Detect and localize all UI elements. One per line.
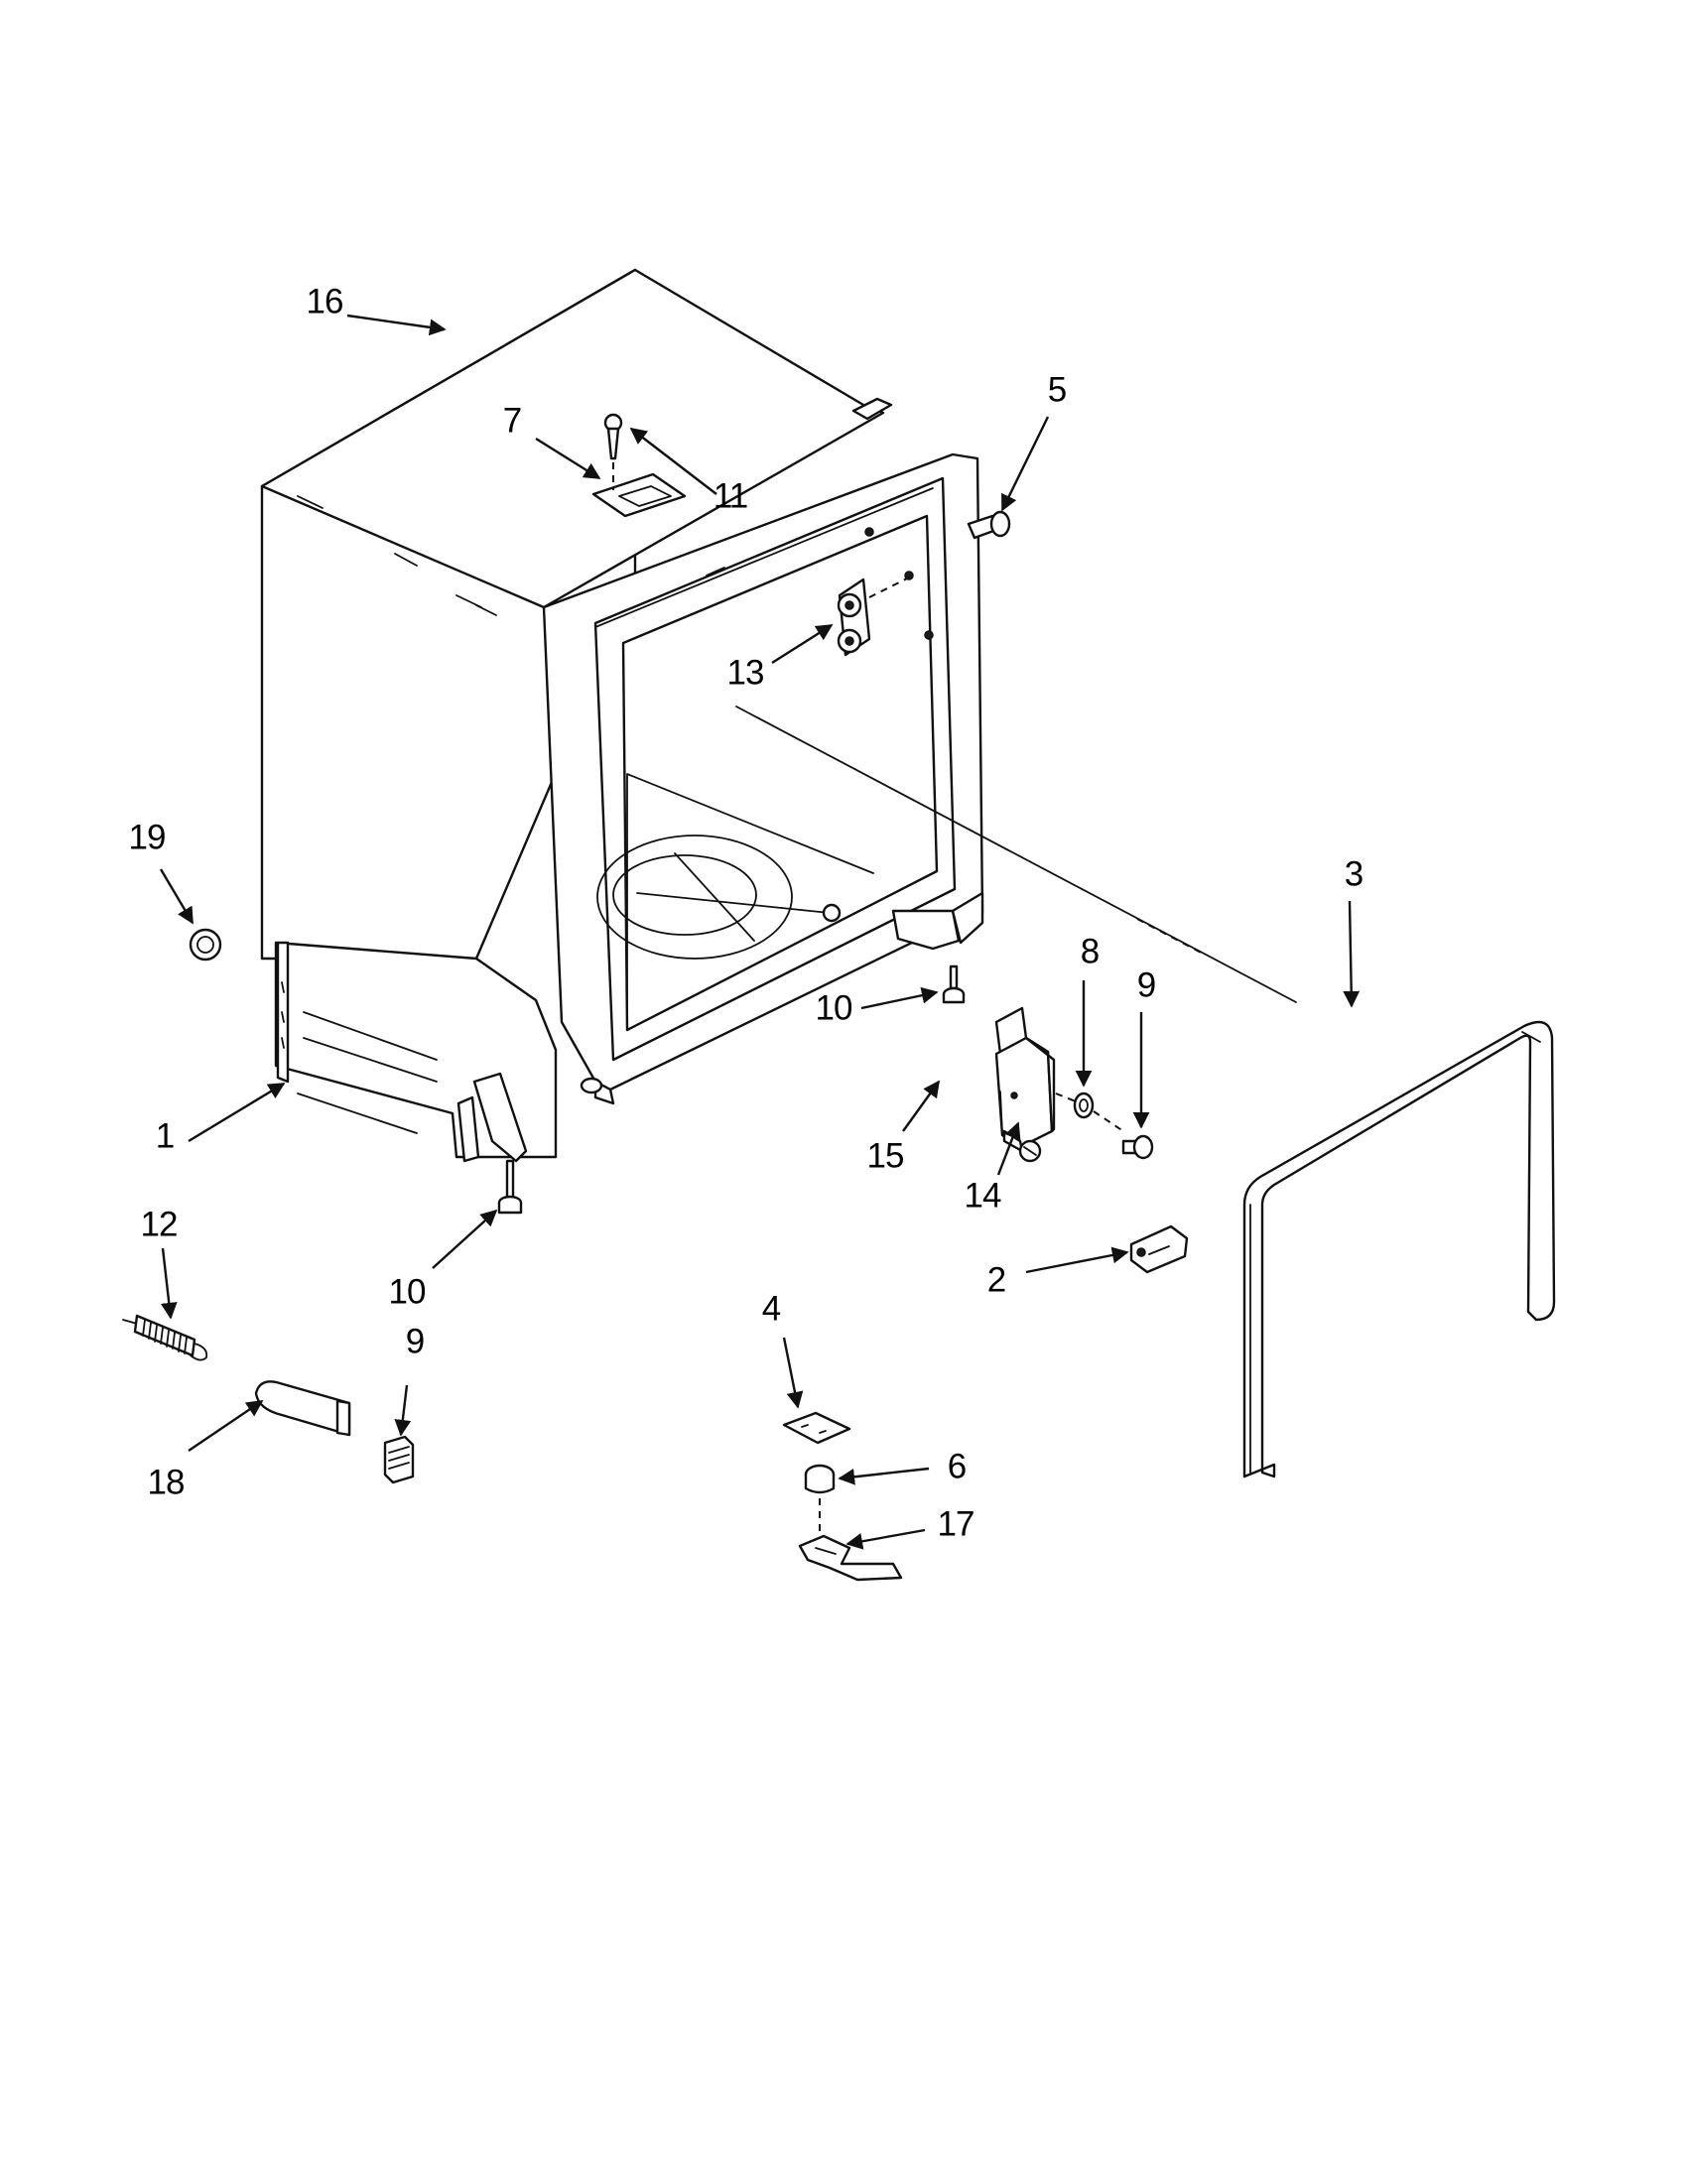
leader-7 bbox=[535, 437, 601, 480]
part-6-thermostat bbox=[804, 1464, 836, 1532]
part-17-bracket bbox=[798, 1534, 903, 1582]
callout-labels: 16 7 11 5 13 19 3 8 9 10 1 15 14 12 10 2… bbox=[129, 282, 1364, 1543]
leader-3 bbox=[1343, 900, 1361, 1008]
callout-9-left: 9 bbox=[406, 1322, 424, 1360]
leader-10a bbox=[860, 986, 939, 1010]
part-13-roller bbox=[837, 575, 914, 657]
part-11-screw bbox=[603, 413, 623, 490]
callout-3: 3 bbox=[1345, 854, 1363, 893]
tub-assembly bbox=[260, 268, 984, 1163]
callout-10-left: 10 bbox=[389, 1272, 426, 1311]
callout-5: 5 bbox=[1048, 370, 1066, 409]
callout-9-right: 9 bbox=[1137, 965, 1155, 1004]
callout-4: 4 bbox=[762, 1289, 781, 1328]
part-18-cover bbox=[254, 1380, 351, 1437]
part-15-bracket bbox=[994, 1006, 1056, 1149]
callout-18: 18 bbox=[148, 1463, 185, 1501]
part-4-pad bbox=[782, 1411, 851, 1445]
callout-17: 17 bbox=[938, 1504, 974, 1543]
part-9-screw-right bbox=[1121, 1134, 1154, 1160]
leader-19 bbox=[159, 868, 195, 925]
part-12-spring bbox=[122, 1314, 208, 1361]
callout-11: 11 bbox=[714, 476, 747, 515]
callout-2: 2 bbox=[987, 1260, 1005, 1299]
callout-6: 6 bbox=[948, 1447, 966, 1485]
part-5-screw bbox=[967, 510, 1011, 540]
callout-7: 7 bbox=[503, 401, 521, 440]
callout-19: 19 bbox=[129, 818, 166, 856]
leader-18 bbox=[188, 1400, 264, 1452]
leader-17 bbox=[845, 1528, 926, 1550]
callout-15: 15 bbox=[867, 1136, 904, 1175]
callout-16: 16 bbox=[307, 282, 343, 321]
part-3-gasket bbox=[1242, 1020, 1556, 1478]
part-8-washer bbox=[1073, 1092, 1095, 1119]
part-2-clip bbox=[1129, 1224, 1189, 1274]
part-10-leg-left bbox=[497, 1159, 523, 1215]
leader-14 bbox=[996, 1121, 1021, 1176]
part-7-bracket bbox=[591, 472, 687, 518]
alignment-line-8-9 bbox=[1055, 1092, 1124, 1132]
leader-10b bbox=[432, 1209, 498, 1269]
part-19-grommet bbox=[189, 928, 222, 962]
callout-10-right: 10 bbox=[816, 988, 852, 1027]
leader-12 bbox=[160, 1247, 178, 1320]
leader-16 bbox=[346, 314, 447, 336]
callout-13: 13 bbox=[727, 653, 764, 692]
callout-1: 1 bbox=[156, 1116, 174, 1155]
leader-6 bbox=[838, 1467, 930, 1485]
leader-5 bbox=[1000, 416, 1050, 512]
leader-4 bbox=[782, 1337, 804, 1409]
leader-lines bbox=[159, 314, 1361, 1550]
callout-8: 8 bbox=[1081, 932, 1099, 970]
part-10-leg-right bbox=[942, 964, 966, 1004]
leader-15 bbox=[902, 1080, 940, 1132]
leader-9b bbox=[394, 1384, 412, 1437]
leader-11 bbox=[629, 427, 717, 495]
callout-14: 14 bbox=[965, 1176, 1001, 1215]
alignment-line-gasket bbox=[735, 706, 1297, 1003]
leader-1 bbox=[188, 1082, 286, 1143]
leader-2 bbox=[1025, 1246, 1129, 1274]
leader-13 bbox=[771, 623, 834, 665]
part-9-block-left bbox=[383, 1435, 415, 1484]
callout-12: 12 bbox=[141, 1205, 178, 1243]
